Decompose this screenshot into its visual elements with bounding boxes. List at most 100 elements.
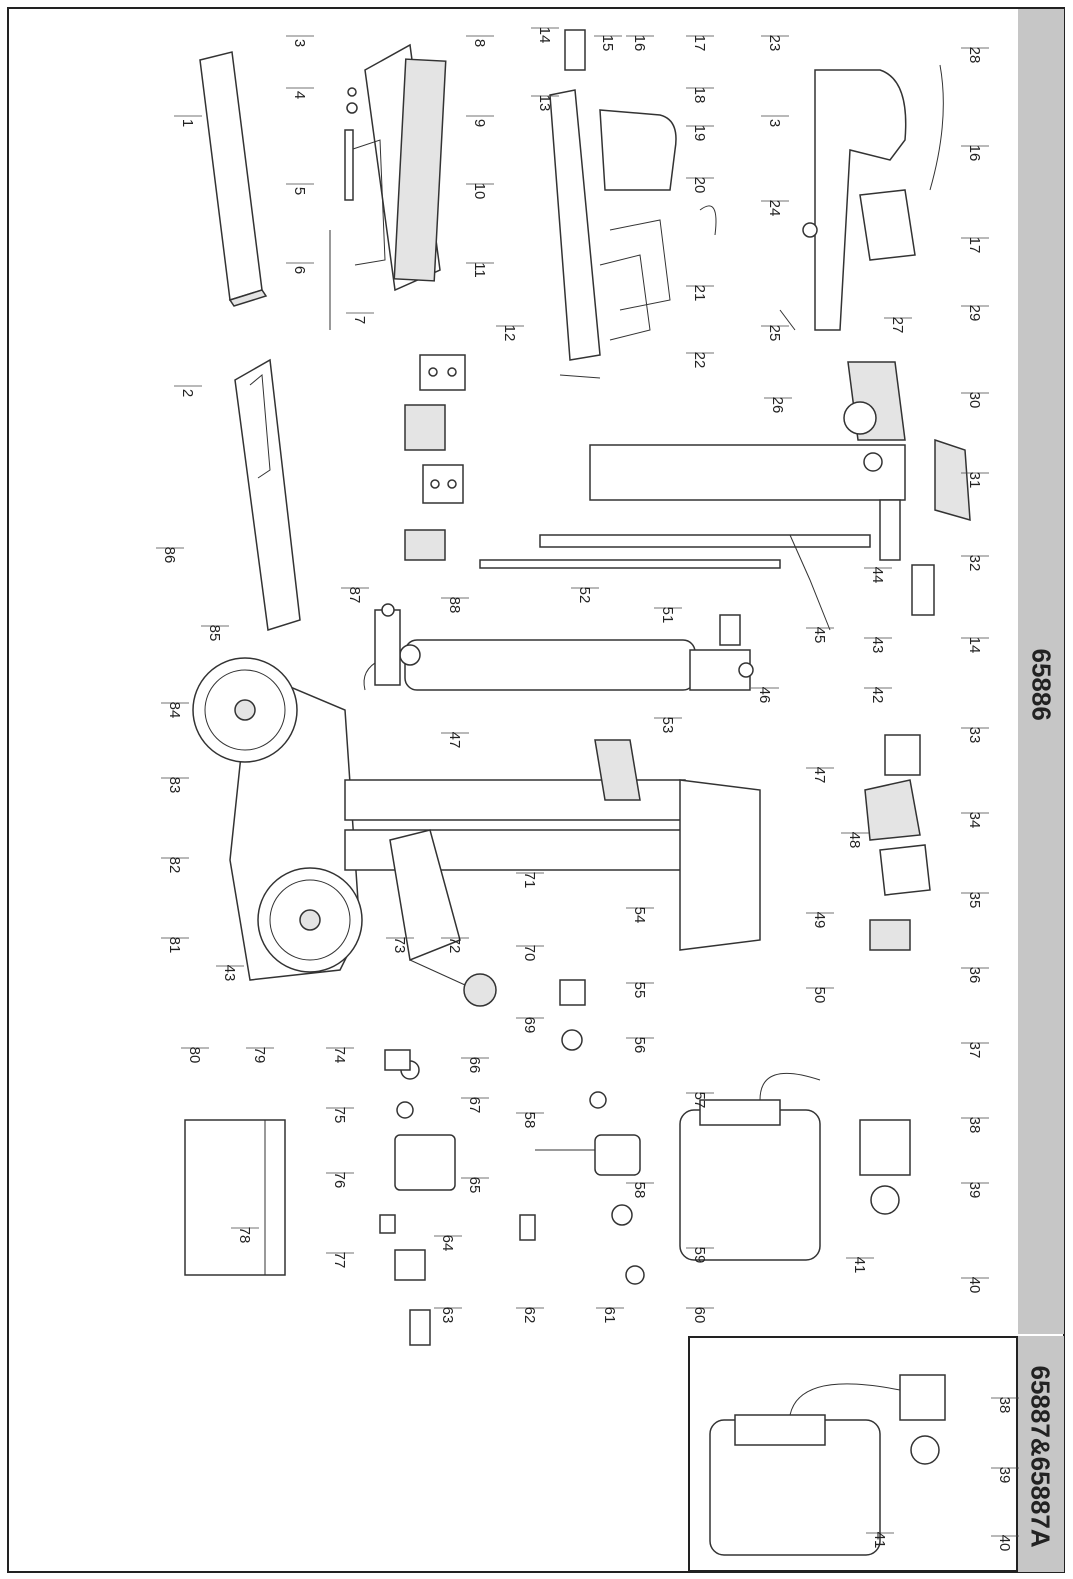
- callout-29: 29: [961, 305, 989, 321]
- callout-number: 5: [291, 187, 308, 195]
- callout-number: 4: [291, 91, 308, 99]
- callout-16: 16: [626, 35, 654, 51]
- part-41-motor: [679, 1072, 911, 1261]
- callout-42: 42: [864, 687, 892, 704]
- callout-number: 27: [889, 317, 906, 334]
- callout-17: 17: [686, 35, 714, 52]
- callout-number: 30: [966, 392, 983, 409]
- callout-32: 32: [961, 555, 989, 571]
- part-46-cylinder: [363, 603, 754, 691]
- callout-number: 38: [966, 1117, 983, 1134]
- callout-number: 51: [659, 607, 676, 624]
- callout-58: 58: [626, 1182, 654, 1198]
- part-78-box: [184, 1119, 286, 1276]
- callout-82: 82: [161, 857, 189, 874]
- part-84-wheel-2: [257, 867, 363, 973]
- callout-number: 42: [869, 687, 886, 704]
- callout-number: 17: [691, 35, 708, 52]
- callout-60: 60: [686, 1307, 714, 1323]
- callout-47: 47: [806, 767, 834, 783]
- callout-22: 22: [686, 352, 714, 369]
- callout-37: 37: [961, 1042, 989, 1058]
- part-19-cover: [599, 109, 717, 341]
- callout-69: 69: [516, 1017, 544, 1034]
- callout-number: 62: [521, 1307, 538, 1324]
- callout-10: 10: [466, 183, 494, 199]
- callout-number: 3: [766, 119, 783, 127]
- callout-number: 85: [206, 625, 223, 642]
- callout-number: 14: [966, 637, 983, 654]
- inset-callout-number: 41: [871, 1532, 888, 1549]
- callout-number: 22: [691, 352, 708, 369]
- callout-5: 5: [286, 183, 314, 195]
- callout-41: 41: [846, 1257, 874, 1274]
- callout-1: 1: [174, 115, 202, 127]
- callout-30: 30: [961, 392, 989, 409]
- callout-85: 85: [201, 625, 229, 642]
- callout-number: 8: [471, 39, 488, 47]
- inset-callout-number: 40: [996, 1535, 1013, 1552]
- callout-45: 45: [806, 627, 834, 644]
- callout-72: 72: [441, 937, 469, 953]
- callout-number: 12: [501, 325, 518, 342]
- callout-87: 87: [341, 587, 369, 604]
- callout-number: 50: [811, 987, 828, 1004]
- callout-number: 48: [846, 832, 863, 849]
- model-sidebar: [1018, 9, 1064, 1334]
- callout-71: 71: [516, 872, 544, 888]
- callout-65: 65: [461, 1177, 489, 1193]
- callout-9: 9: [466, 115, 494, 127]
- callout-21: 21: [686, 285, 714, 301]
- callout-56: 56: [626, 1037, 654, 1053]
- callout-number: 61: [601, 1307, 618, 1324]
- callout-number: 64: [439, 1235, 456, 1252]
- callout-number: 67: [466, 1097, 483, 1114]
- callout-number: 7: [351, 316, 368, 324]
- callout-77: 77: [326, 1252, 354, 1268]
- callout-55: 55: [626, 982, 654, 999]
- part-23-column: [779, 64, 944, 331]
- callout-number: 79: [251, 1047, 268, 1064]
- callout-13: 13: [531, 95, 559, 111]
- callout-20: 20: [686, 177, 714, 193]
- callout-4: 4: [286, 87, 314, 99]
- callout-25: 25: [761, 325, 789, 341]
- callout-16: 16: [961, 145, 989, 161]
- callout-number: 84: [166, 702, 183, 719]
- callout-52: 52: [571, 587, 599, 603]
- callout-64: 64: [434, 1235, 462, 1252]
- callout-48: 48: [841, 832, 869, 849]
- callout-number: 74: [331, 1047, 348, 1064]
- callout-39: 39: [961, 1182, 989, 1198]
- part-33-37-plates: [864, 734, 931, 951]
- callout-36: 36: [961, 967, 989, 983]
- inset-callout-39: 39: [991, 1467, 1019, 1483]
- callout-51: 51: [654, 607, 682, 624]
- callout-number: 88: [446, 597, 463, 614]
- callout-number: 69: [521, 1017, 538, 1034]
- callout-number: 55: [631, 982, 648, 999]
- callout-79: 79: [246, 1047, 274, 1064]
- callout-number: 86: [161, 547, 178, 564]
- callout-number: 45: [811, 627, 828, 644]
- callout-15: 15: [594, 35, 622, 51]
- callout-number: 87: [346, 587, 363, 604]
- callout-number: 75: [331, 1107, 348, 1124]
- callout-76: 76: [326, 1172, 354, 1188]
- callout-number: 43: [869, 637, 886, 654]
- callout-66: 66: [461, 1057, 489, 1073]
- callout-33: 33: [961, 727, 989, 743]
- callout-40: 40: [961, 1277, 989, 1293]
- callout-number: 31: [966, 472, 983, 489]
- callout-number: 57: [691, 1092, 708, 1109]
- callout-8: 8: [466, 35, 494, 47]
- callout-18: 18: [686, 87, 714, 103]
- callout-53: 53: [654, 717, 682, 733]
- callout-number: 41: [851, 1257, 868, 1274]
- callout-number: 82: [166, 857, 183, 874]
- callout-number: 63: [439, 1307, 456, 1324]
- callout-number: 59: [691, 1247, 708, 1264]
- callout-84: 84: [161, 702, 189, 719]
